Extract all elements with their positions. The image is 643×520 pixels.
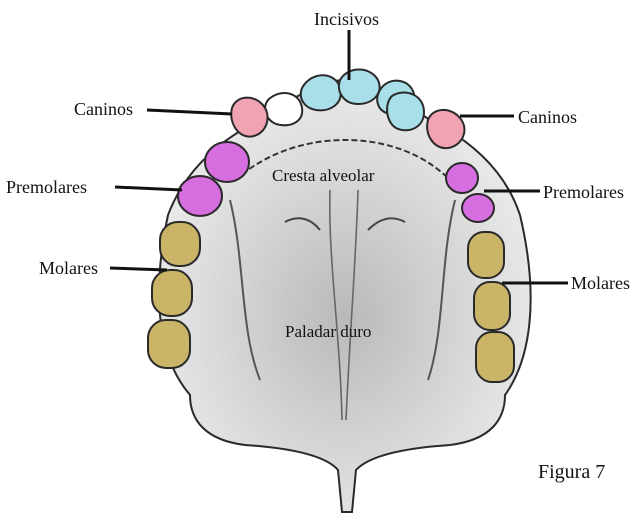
canine-right (427, 110, 464, 148)
premolar-right-1 (446, 163, 478, 193)
molar-left-1 (160, 222, 200, 266)
figure-caption: Figura 7 (538, 462, 605, 482)
molar-left-3 (148, 320, 190, 368)
premolar-left-1 (205, 142, 249, 182)
molar-right-3 (476, 332, 514, 382)
leader-molares-left (110, 268, 167, 270)
label-premolares-left: Premolares (6, 178, 87, 196)
label-molares-right: Molares (571, 274, 630, 292)
premolar-right-2 (462, 194, 494, 222)
canine-left (231, 98, 267, 137)
label-incisivos: Incisivos (314, 10, 379, 28)
label-molares-left: Molares (39, 259, 98, 277)
label-paladar-duro: Paladar duro (285, 323, 371, 340)
incisor-tooth-3 (339, 70, 380, 105)
label-caninos-right: Caninos (518, 108, 577, 126)
incisor-tooth-2 (301, 75, 341, 110)
molar-right-2 (474, 282, 510, 330)
molar-right-1 (468, 232, 504, 278)
incisor-tooth-5 (387, 93, 424, 131)
leader-premolares-left (115, 187, 182, 190)
leader-caninos-left (147, 110, 232, 114)
label-caninos-left: Caninos (74, 100, 133, 118)
label-cresta-alveolar: Cresta alveolar (272, 167, 374, 184)
premolar-left-2 (178, 176, 222, 216)
molar-left-2 (152, 270, 192, 316)
label-premolares-right: Premolares (543, 183, 624, 201)
incisor-tooth-1 (265, 93, 302, 125)
